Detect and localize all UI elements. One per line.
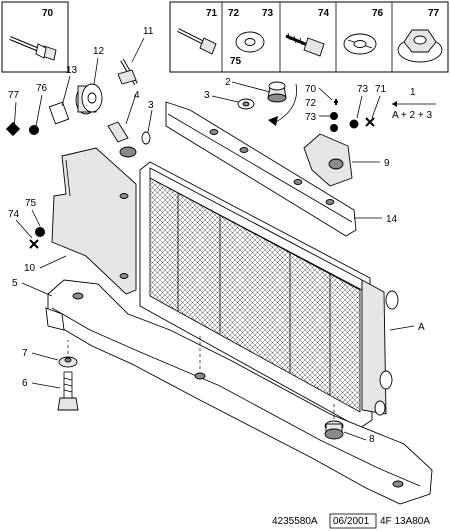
callout-7: 7 bbox=[22, 348, 28, 359]
bolt-70-icon bbox=[9, 36, 57, 61]
callout-6: 6 bbox=[22, 378, 28, 389]
right-mount-refs: 70 72 73 73 71 bbox=[305, 84, 387, 132]
callout-8: 8 bbox=[369, 434, 375, 445]
nut-77-icon bbox=[397, 29, 443, 63]
footer-ref: 4235580A bbox=[272, 516, 318, 527]
footer-code: 4F 13A80A bbox=[380, 516, 430, 527]
left-ref-75: 75 bbox=[25, 198, 37, 209]
washer-72-73-icon bbox=[235, 31, 265, 53]
lower-crossmember: 5 bbox=[12, 278, 433, 505]
part-box-72-label: 72 bbox=[228, 8, 240, 19]
upper-crossmember: 14 bbox=[165, 101, 398, 237]
callout-3b: 3 bbox=[204, 90, 210, 101]
left-ref-74: 74 bbox=[8, 209, 20, 220]
lower-fasteners: 7 6 8 bbox=[22, 348, 375, 445]
callout-10: 10 bbox=[24, 263, 36, 274]
clip-76-icon bbox=[343, 33, 377, 55]
mount-bracket: 9 bbox=[303, 133, 390, 187]
right-ref-70: 70 bbox=[305, 84, 317, 95]
callout-2: 2 bbox=[225, 77, 231, 88]
callout-9: 9 bbox=[384, 158, 390, 169]
part-box-70-label: 70 bbox=[42, 8, 54, 19]
bolt-71-icon bbox=[177, 28, 217, 55]
left-ref-77: 77 bbox=[8, 90, 20, 101]
callout-4: 4 bbox=[134, 90, 140, 101]
right-ref-73b: 73 bbox=[357, 84, 369, 95]
legend-number: 1 bbox=[410, 87, 416, 98]
left-mount-parts: 11 12 13 77 76 4 3 bbox=[5, 26, 154, 158]
air-deflector: 10 75 74 bbox=[8, 147, 137, 295]
legend-formula: A + 2 + 3 bbox=[392, 110, 432, 121]
callout-12: 12 bbox=[93, 46, 105, 57]
callout-11: 11 bbox=[143, 26, 154, 37]
part-box-group bbox=[169, 1, 449, 73]
footer: 4235580A 06/2001 4F 13A80A bbox=[272, 513, 430, 529]
assembly-lines bbox=[67, 336, 335, 420]
top-mount-parts: 2 3 bbox=[204, 77, 297, 126]
part-box-71-label: 71 bbox=[206, 8, 218, 19]
footer-date-box bbox=[329, 513, 377, 529]
right-ref-72: 72 bbox=[305, 98, 317, 109]
part-box-75-label: 75 bbox=[230, 56, 242, 67]
callout-5: 5 bbox=[12, 278, 18, 289]
part-box-73-label: 73 bbox=[262, 8, 274, 19]
screw-74-icon bbox=[285, 32, 325, 57]
part-box-77-label: 77 bbox=[428, 8, 440, 19]
part-box-76-label: 76 bbox=[372, 8, 384, 19]
part-box-70 bbox=[1, 1, 69, 73]
callout-3a: 3 bbox=[148, 100, 154, 111]
header-parts-strip: 70 71 72 73 75 74 bbox=[1, 1, 449, 73]
radiator-core: A bbox=[139, 161, 425, 429]
right-ref-71: 71 bbox=[375, 84, 387, 95]
part-box-74-label: 74 bbox=[318, 8, 330, 19]
footer-date: 06/2001 bbox=[333, 516, 370, 527]
assembly-legend: 1 A + 2 + 3 bbox=[392, 87, 436, 121]
callout-A: A bbox=[418, 322, 425, 333]
callout-14: 14 bbox=[386, 214, 398, 225]
right-ref-73a: 73 bbox=[305, 112, 317, 123]
callout-13: 13 bbox=[66, 65, 78, 76]
left-ref-76: 76 bbox=[36, 83, 48, 94]
